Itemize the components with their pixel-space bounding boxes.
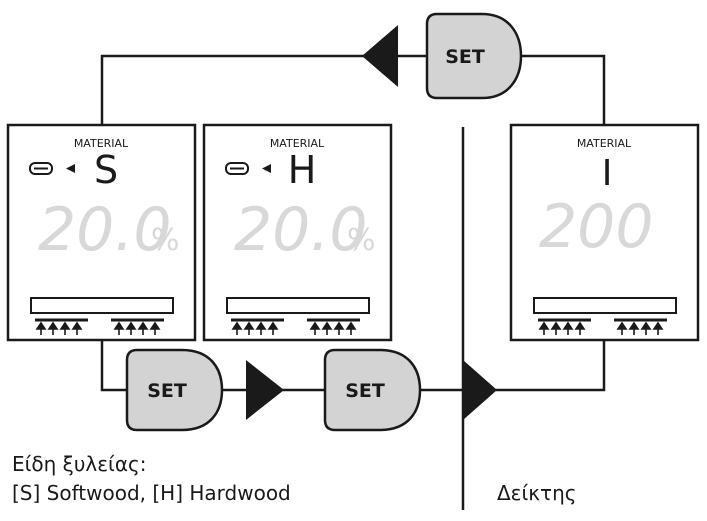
bottom-set-label-1: SET xyxy=(147,380,187,402)
indicator-arrows-right xyxy=(111,318,164,335)
status-bar xyxy=(533,297,677,314)
probe-icon xyxy=(29,162,53,175)
status-bar xyxy=(30,297,174,314)
top-left-arrow xyxy=(362,25,398,87)
material-code: I xyxy=(602,153,613,194)
top-set-button[interactable]: SET xyxy=(425,12,523,100)
display-panel-softwood: MATERIAL S 20.0 % xyxy=(6,123,197,342)
material-code: H xyxy=(288,148,317,192)
pointer-left-icon xyxy=(66,164,75,173)
indicator-arrows-left xyxy=(538,318,591,335)
display-panel-index: MATERIAL I 200 xyxy=(509,123,700,342)
material-label: MATERIAL xyxy=(74,137,129,150)
material-label: MATERIAL xyxy=(270,137,325,150)
material-label: MATERIAL xyxy=(577,137,632,150)
index-reading: 200 xyxy=(539,192,654,262)
top-set-label: SET xyxy=(445,46,485,68)
bottom-right-arrow-2 xyxy=(463,360,497,420)
indicator-arrows-right xyxy=(307,318,360,335)
display-panel-hardwood: MATERIAL H 20.0 % xyxy=(202,123,393,342)
bottom-set-button-2[interactable]: SET xyxy=(323,348,422,432)
wood-types-legend: [S] Softwood, [H] Hardwood xyxy=(12,481,291,505)
moisture-reading: 20.0 xyxy=(38,195,172,265)
material-code: S xyxy=(94,148,118,192)
indicator-arrows-left xyxy=(231,318,284,335)
bottom-set-button-1[interactable]: SET xyxy=(125,348,224,432)
percent-unit: % xyxy=(151,223,180,258)
bottom-right-arrow-1 xyxy=(246,360,284,420)
status-bar xyxy=(226,297,370,314)
moisture-reading: 20.0 xyxy=(234,195,368,265)
probe-icon xyxy=(225,162,249,175)
index-caption: Δείκτης xyxy=(497,481,577,505)
percent-unit: % xyxy=(347,223,376,258)
wood-types-title: Είδη ξυλείας: xyxy=(12,452,147,476)
pointer-left-icon xyxy=(262,164,271,173)
indicator-arrows-right xyxy=(614,318,667,335)
bottom-set-label-2: SET xyxy=(345,380,385,402)
top-loop-line xyxy=(100,54,606,125)
indicator-arrows-left xyxy=(35,318,88,335)
